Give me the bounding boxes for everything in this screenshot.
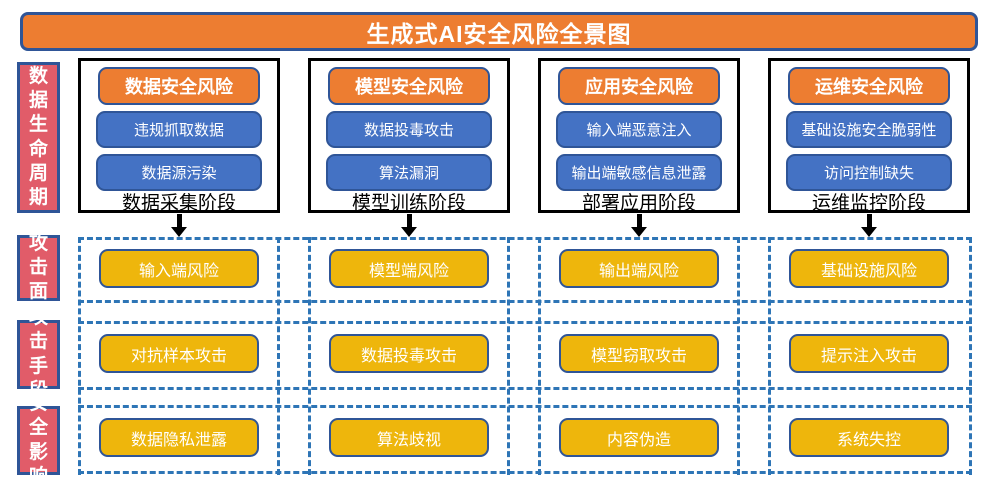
grid-vline	[507, 237, 510, 475]
grid-hline	[78, 405, 972, 408]
grid-hline	[78, 321, 972, 324]
chip-security-impact: 内容伪造	[559, 418, 719, 457]
down-arrow-icon	[169, 214, 189, 237]
chip-attack-surface: 输入端风险	[99, 249, 259, 288]
chip-security-impact: 算法歧视	[329, 418, 489, 457]
risk-item: 访问控制缺失	[786, 154, 952, 191]
stage-label: 部署应用阶段	[581, 192, 696, 214]
grid-vline	[78, 237, 81, 475]
down-arrow-icon	[629, 214, 649, 237]
stage-box-data: 数据安全风险 违规抓取数据 数据源污染 数据采集阶段	[78, 58, 280, 214]
down-arrow-icon	[399, 214, 419, 237]
stage-header: 数据安全风险	[98, 67, 260, 105]
grid-vline	[737, 237, 740, 475]
risk-item: 数据投毒攻击	[326, 111, 492, 148]
stage-box-operations: 运维安全风险 基础设施安全脆弱性 访问控制缺失 运维监控阶段	[768, 58, 970, 214]
side-label-security-impact: 安全影响	[17, 393, 60, 485]
grid-hline	[78, 300, 972, 303]
side-label-data-lifecycle: 数据生命周期	[17, 62, 60, 213]
side-label-text: 数据生命周期	[28, 65, 48, 209]
grid-hline	[78, 237, 972, 240]
grid-hline	[78, 471, 972, 474]
stage-label: 数据采集阶段	[121, 192, 236, 214]
risk-item: 输出端敏感信息泄露	[556, 154, 722, 191]
chip-attack-method: 对抗样本攻击	[99, 334, 259, 373]
stage-header: 模型安全风险	[328, 67, 490, 105]
grid-vline	[768, 237, 771, 475]
risk-item: 算法漏洞	[326, 154, 492, 191]
chip-security-impact: 数据隐私泄露	[99, 418, 259, 457]
grid-vline	[969, 237, 972, 475]
down-arrow-icon	[859, 214, 879, 237]
stage-box-application: 应用安全风险 输入端恶意注入 输出端敏感信息泄露 部署应用阶段	[538, 58, 740, 214]
risk-item: 违规抓取数据	[96, 111, 262, 148]
stage-box-model: 模型安全风险 数据投毒攻击 算法漏洞 模型训练阶段	[308, 58, 510, 214]
stage-header: 应用安全风险	[558, 67, 720, 105]
risk-item: 基础设施安全脆弱性	[786, 111, 952, 148]
diagram-title: 生成式AI安全风险全景图	[20, 12, 978, 51]
risk-item: 数据源污染	[96, 154, 262, 191]
chip-attack-method: 模型窃取攻击	[559, 334, 719, 373]
chip-attack-surface: 基础设施风险	[789, 249, 949, 288]
side-label-text: 安全影响	[28, 392, 48, 485]
side-label-attack-surface: 攻击面	[17, 233, 60, 302]
chip-attack-surface: 模型端风险	[329, 249, 489, 288]
grid-vline	[277, 237, 280, 475]
side-label-attack-method: 攻击手段	[17, 307, 60, 401]
chip-security-impact: 系统失控	[789, 418, 949, 457]
stage-label: 模型训练阶段	[351, 192, 466, 214]
stage-label: 运维监控阶段	[811, 192, 926, 214]
chip-attack-surface: 输出端风险	[559, 249, 719, 288]
side-label-text: 攻击手段	[28, 306, 48, 401]
grid-vline	[538, 237, 541, 475]
stage-header: 运维安全风险	[788, 67, 950, 105]
chip-attack-method: 数据投毒攻击	[329, 334, 489, 373]
side-label-text: 攻击面	[28, 232, 48, 303]
chip-attack-method: 提示注入攻击	[789, 334, 949, 373]
grid-vline	[308, 237, 311, 475]
risk-item: 输入端恶意注入	[556, 111, 722, 148]
grid-hline	[78, 387, 972, 390]
